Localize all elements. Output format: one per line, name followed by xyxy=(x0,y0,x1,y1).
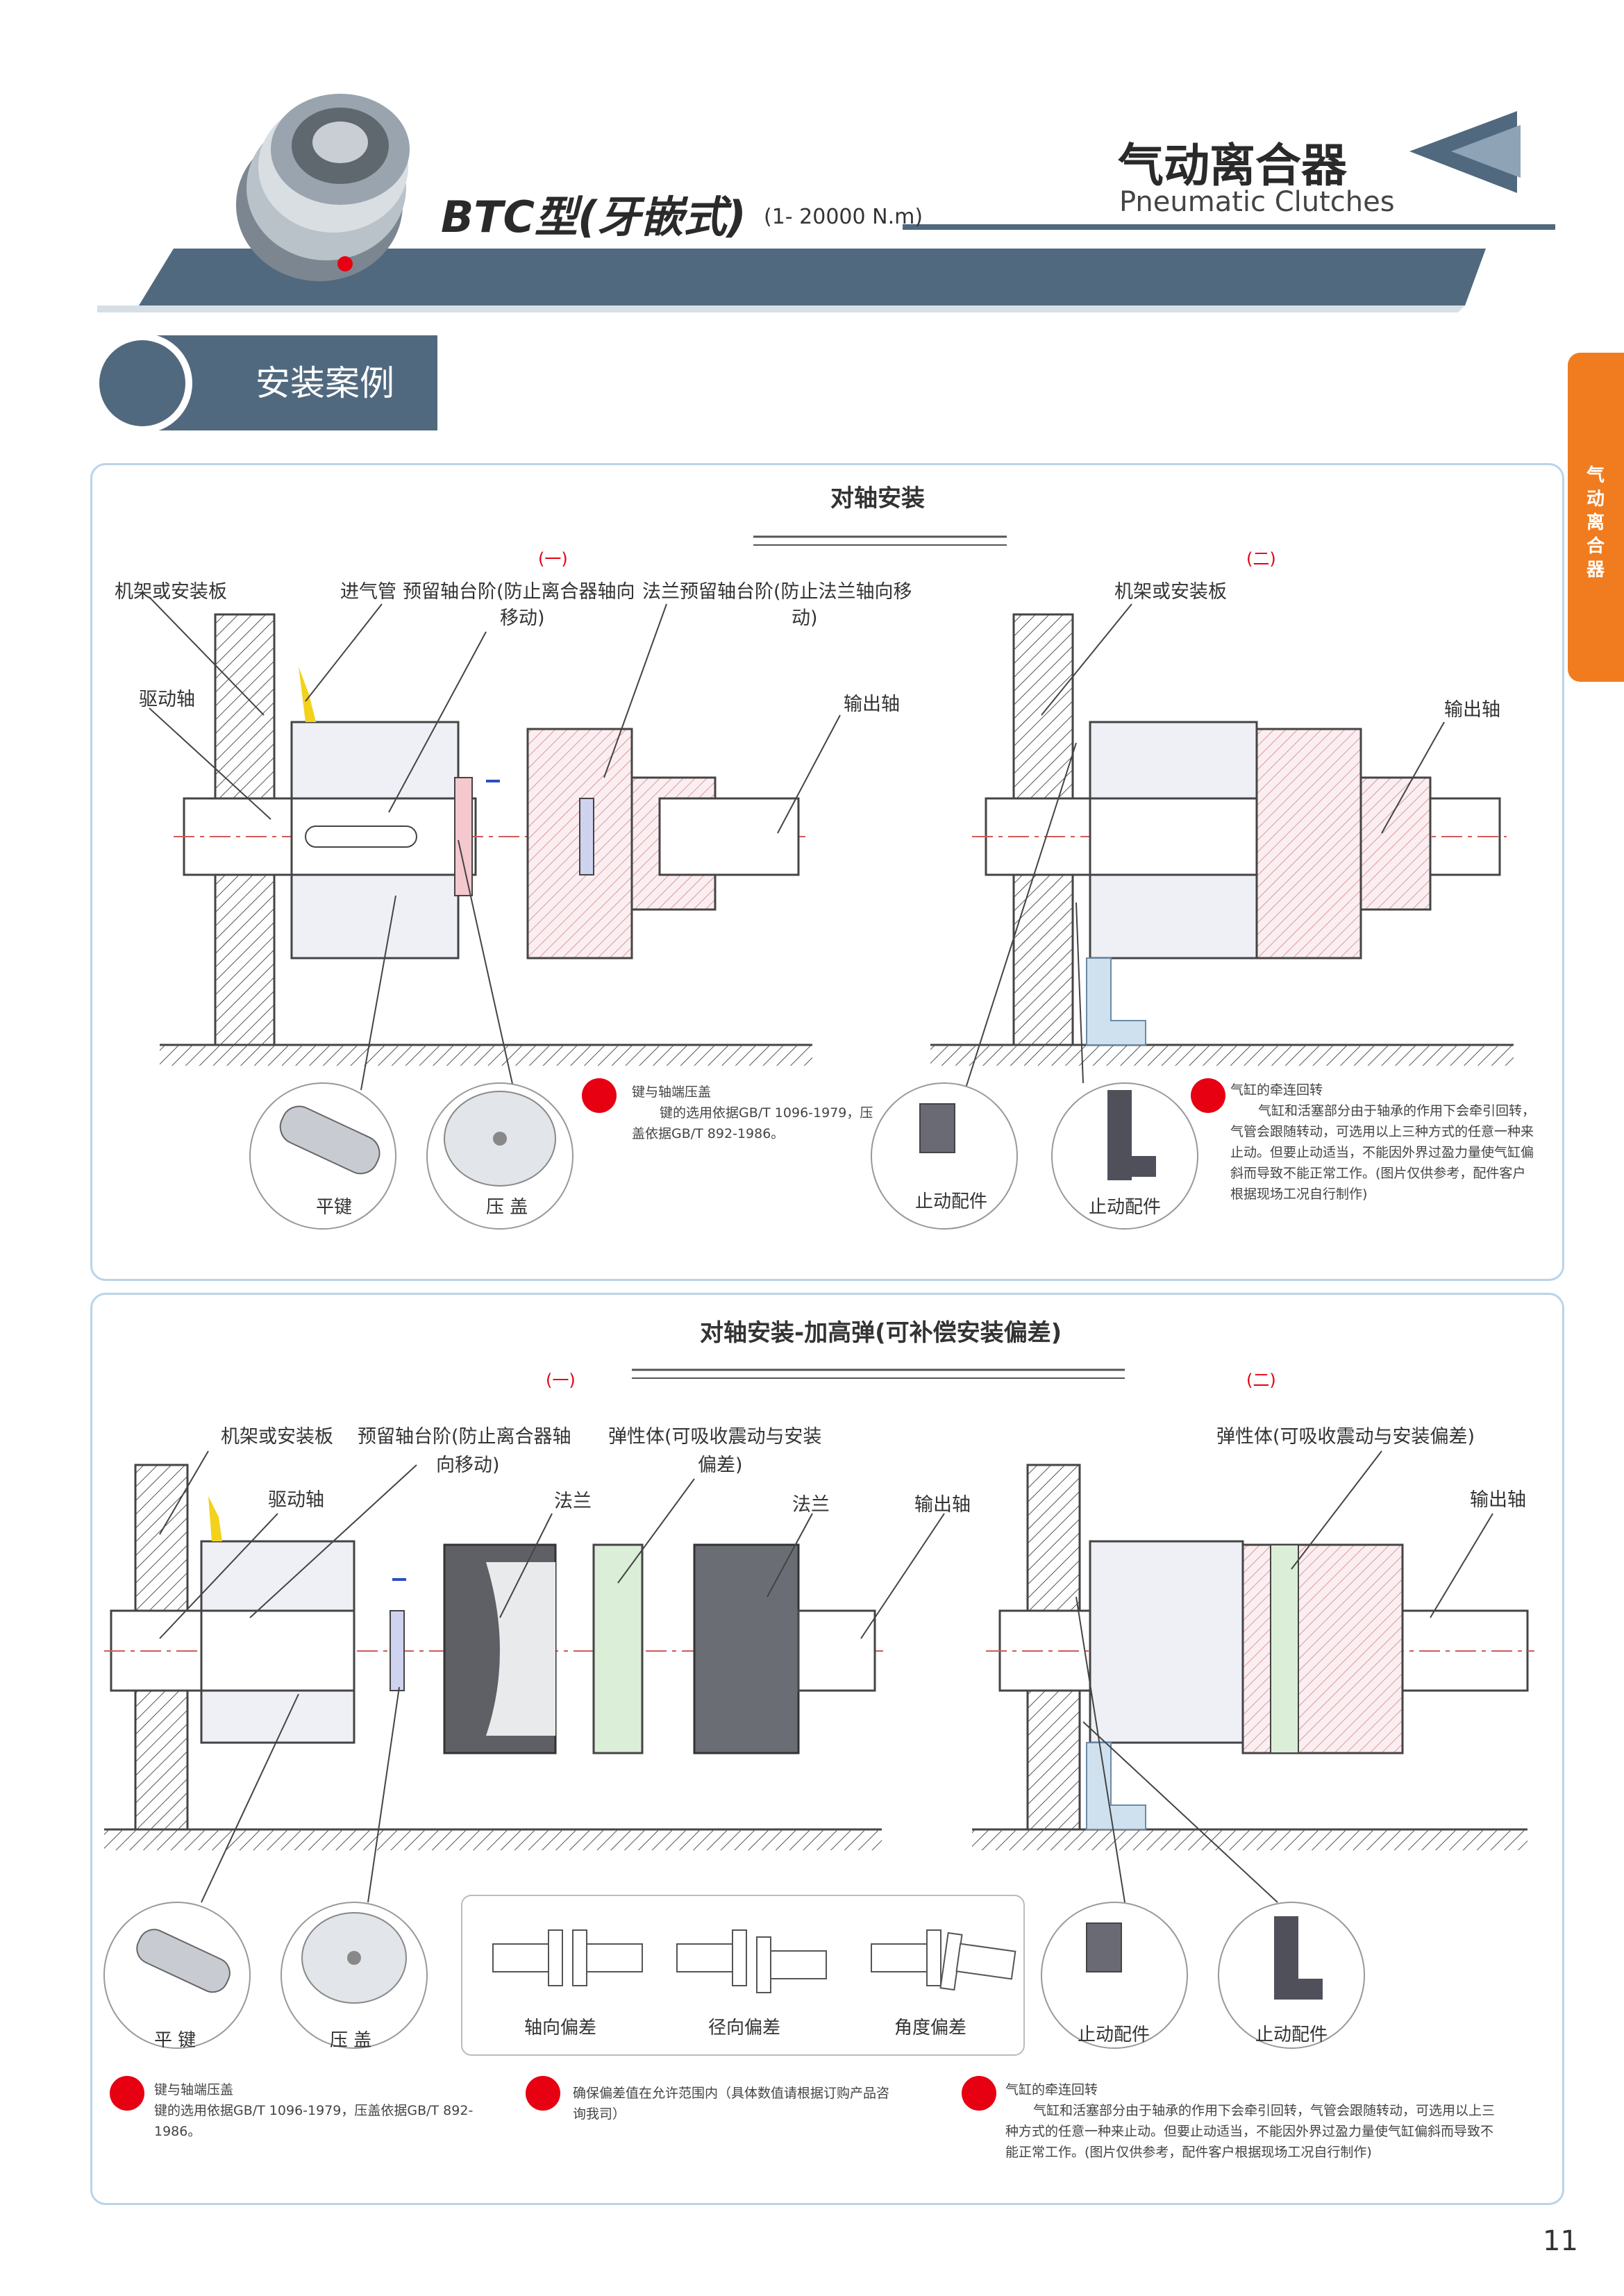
p2-label-output-shaft-left: 输出轴 xyxy=(914,1494,971,1516)
header-band xyxy=(139,249,1486,305)
panel2-right-mark: (二) xyxy=(1246,1371,1276,1390)
note-marker-icon xyxy=(110,2076,144,2111)
p2-label-drive-shaft: 驱动轴 xyxy=(268,1489,324,1511)
p1-note-left: 键与轴端压盖 键的选用依据GB/T 1096-1979，压 盖依据GB/T 89… xyxy=(632,1084,873,1141)
p2-part-flat-key: 平 键 xyxy=(154,2030,196,2051)
p1-part-stop2: 止动配件 xyxy=(1089,1197,1162,1218)
p2-label-flange1: 法兰 xyxy=(554,1491,592,1512)
page-number: 11 xyxy=(1543,2225,1578,2257)
p1-label-output-shaft-right: 输出轴 xyxy=(1444,699,1500,721)
panel1-title: 对轴安装 xyxy=(830,485,925,512)
p1-part-flat-key: 平键 xyxy=(316,1197,353,1218)
p1-label-shaft-step-a: 预留轴台阶(防止离合器轴向 xyxy=(403,581,635,603)
p1-label-flange-step-a: 法兰预留轴台阶(防止法兰轴向移 xyxy=(642,581,912,603)
panel2-drawings xyxy=(103,1368,1534,2056)
p2-part-cap: 压 盖 xyxy=(330,2030,372,2051)
p1-part-stop1: 止动配件 xyxy=(915,1191,988,1212)
category-en: Pneumatic Clutches xyxy=(1119,186,1395,218)
section-title-graphic xyxy=(92,333,437,433)
p1-label-frame-right: 机架或安装板 xyxy=(1114,581,1227,603)
side-tab[interactable]: 气动离合器 xyxy=(1568,353,1624,682)
note-marker-icon xyxy=(962,2076,996,2111)
p2-label-elastic-right: 弹性体(可吸收震动与安装偏差) xyxy=(1216,1426,1475,1448)
p1-label-drive-shaft: 驱动轴 xyxy=(139,689,195,710)
p2-part-angular: 角度偏差 xyxy=(894,2018,967,2038)
p1-label-output-shaft-left: 输出轴 xyxy=(844,694,900,715)
header-rule xyxy=(903,224,1555,230)
side-tab-label: 气动离合器 xyxy=(1586,465,1605,580)
p2-part-radial: 径向偏差 xyxy=(708,2018,781,2038)
note-marker-icon xyxy=(526,2076,560,2111)
p1-label-shaft-step-b: 移动) xyxy=(500,607,545,629)
section-title: 安装案例 xyxy=(256,363,394,403)
p1-note-right: 气缸的牵连回转 气缸和活塞部分由于轴承的作用下会牵引回转， 气管会跟随转动，可选… xyxy=(1230,1082,1536,1202)
clutch-product-image xyxy=(236,94,410,281)
p2-note-mid: 确保偏差值在允许范围内（具体数值请根据订购产品咨 询我司） xyxy=(573,2086,890,2122)
panel2-left-mark: (一) xyxy=(546,1371,576,1390)
p2-part-stop2: 止动配件 xyxy=(1255,2025,1328,2045)
p2-label-flange2: 法兰 xyxy=(792,1494,830,1516)
p2-part-axial: 轴向偏差 xyxy=(524,2018,597,2038)
panel1-drawings xyxy=(149,535,1514,1230)
p2-part-stop1: 止动配件 xyxy=(1078,2025,1150,2045)
p1-part-cap: 压 盖 xyxy=(486,1197,528,1218)
torque-range: (1- 20000 N.m) xyxy=(764,205,923,229)
p2-label-elastic-b: 偏差) xyxy=(698,1455,743,1476)
p1-label-air-inlet: 进气管 xyxy=(340,581,396,603)
p1-label-frame: 机架或安装板 xyxy=(115,581,227,603)
p2-label-shaft-step-b: 向移动) xyxy=(436,1455,500,1476)
p2-label-frame: 机架或安装板 xyxy=(221,1426,333,1448)
category-cn: 气动离合器 xyxy=(1118,139,1347,192)
note-marker-icon xyxy=(1191,1078,1225,1113)
header-graphics xyxy=(97,94,1555,312)
p2-label-elastic-a: 弹性体(可吸收震动与安装 xyxy=(608,1426,822,1448)
p2-label-output-shaft-right: 输出轴 xyxy=(1470,1489,1526,1511)
panel1-left-mark: (一) xyxy=(538,549,568,569)
panel1-right-mark: (二) xyxy=(1246,549,1276,569)
model-title: BTC型(牙嵌式) xyxy=(441,192,746,242)
p2-label-shaft-step-a: 预留轴台阶(防止离合器轴 xyxy=(358,1426,571,1448)
p1-label-flange-step-b: 动) xyxy=(792,607,818,629)
p2-note-right: 气缸的牵连回转 气缸和活塞部分由于轴承的作用下会牵引回转，气管会跟随转动，可选用… xyxy=(1005,2082,1496,2160)
note-marker-icon xyxy=(582,1078,617,1113)
panel2-title: 对轴安装-加高弹(可补偿安装偏差) xyxy=(700,1319,1062,1347)
p2-note-left: 键与轴端压盖 键的选用依据GB/T 1096-1979，压盖依据GB/T 892… xyxy=(154,2082,474,2139)
